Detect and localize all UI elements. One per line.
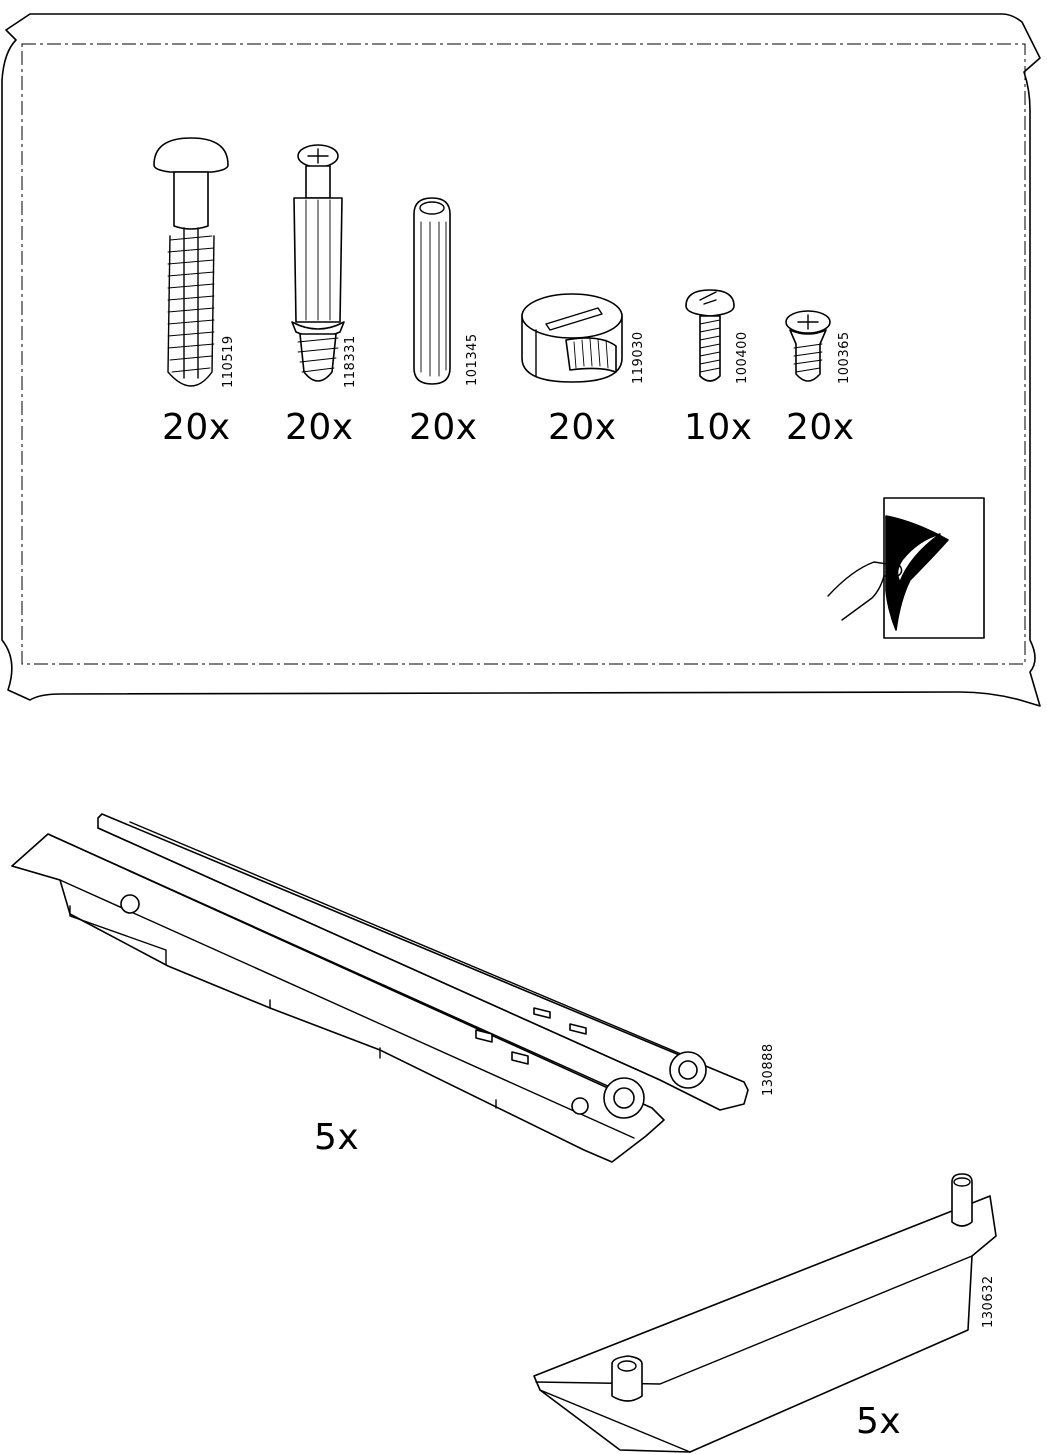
cam-lock-icon [522,294,622,382]
qty-bracket-plate: 5x [856,1404,901,1440]
qty-dowel: 20x [409,410,478,446]
qty-cam-lock: 20x [548,410,617,446]
code-pin-bolt: 110519 [222,335,235,388]
code-cam-bolt: 118331 [344,335,357,388]
qty-short-screw: 20x [786,410,855,446]
qty-machine-screw: 10x [684,410,753,446]
code-drawer-runner: 130888 [762,1043,775,1096]
qty-pin-bolt: 20x [162,410,231,446]
drawer-runner-icon [12,814,748,1162]
code-machine-screw: 100400 [736,331,749,384]
qty-drawer-runner: 5x [314,1120,359,1156]
code-bracket-plate: 130632 [982,1275,995,1328]
qty-cam-bolt: 20x [285,410,354,446]
code-short-screw: 100365 [838,331,851,384]
bracket-plate-icon [534,1174,996,1452]
code-dowel: 101345 [466,333,479,386]
wooden-dowel-icon [414,198,450,384]
code-cam-lock: 119030 [632,331,645,384]
